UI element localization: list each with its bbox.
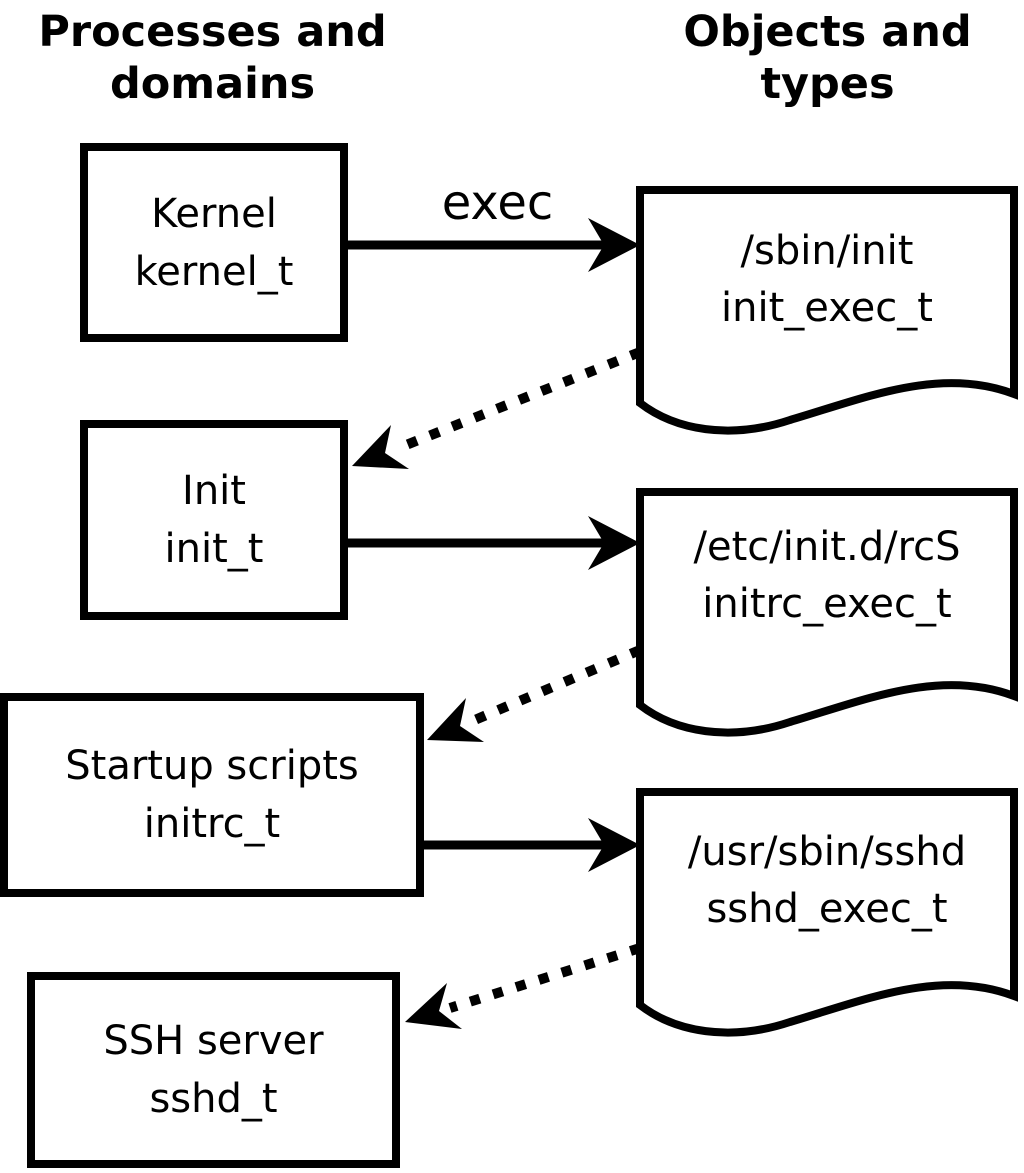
exec-arrow-kernel-to-sbininit-head-icon xyxy=(588,218,640,272)
object-doc-sbin-init: /sbin/init init_exec_t xyxy=(640,223,1014,337)
process-domain-label: initrc_t xyxy=(143,801,281,847)
object-type-label: initrc_exec_t xyxy=(702,581,952,627)
exec-edge-label: exec xyxy=(441,175,554,231)
object-type-label: init_exec_t xyxy=(721,285,933,331)
document-shape-etc-initd-rcs xyxy=(636,488,1018,737)
object-doc-etc-initd-rcs: /etc/init.d/rcS initrc_exec_t xyxy=(640,519,1014,633)
transition-arrow-sshd-to-sshserver-line xyxy=(448,943,642,1013)
process-name: Init xyxy=(182,468,246,514)
object-path: /usr/sbin/sshd xyxy=(687,829,967,875)
transition-arrow-rcs-to-startup-line xyxy=(468,645,642,727)
process-name: Kernel xyxy=(151,190,277,237)
process-domain-label: init_t xyxy=(164,526,264,572)
transition-arrow-sshd-to-sshserver-head-icon xyxy=(405,983,462,1029)
object-doc-usr-sbin-sshd: /usr/sbin/sshd sshd_exec_t xyxy=(640,824,1014,938)
document-shape-usr-sbin-sshd xyxy=(636,788,1018,1037)
process-box-kernel: Kernel kernel_t xyxy=(80,143,348,342)
exec-arrow-init-to-rcs-head-icon xyxy=(588,516,640,570)
document-shape-sbin-init xyxy=(636,186,1018,435)
exec-arrow-startup-to-sshd-head-icon xyxy=(588,818,640,872)
process-box-init: Init init_t xyxy=(80,420,348,620)
column-header-processes-and-domains: Processes and domains xyxy=(38,7,387,109)
object-path: /sbin/init xyxy=(740,228,914,274)
process-box-startup-scripts: Startup scripts initrc_t xyxy=(0,693,424,897)
object-path: /etc/init.d/rcS xyxy=(693,524,961,570)
transition-arrow-rcs-to-startup-head-icon xyxy=(427,698,484,742)
column-header-objects-and-types: Objects and types xyxy=(683,7,972,109)
transition-arrow-sbininit-to-init-head-icon xyxy=(352,425,409,469)
process-domain-label: sshd_t xyxy=(149,1076,278,1122)
transition-arrow-sbininit-to-init-line xyxy=(394,347,642,454)
process-domain-label: kernel_t xyxy=(134,248,294,295)
process-box-ssh-server: SSH server sshd_t xyxy=(27,972,400,1168)
process-name: SSH server xyxy=(103,1018,324,1064)
process-name: Startup scripts xyxy=(65,743,359,789)
object-type-label: sshd_exec_t xyxy=(706,886,948,932)
